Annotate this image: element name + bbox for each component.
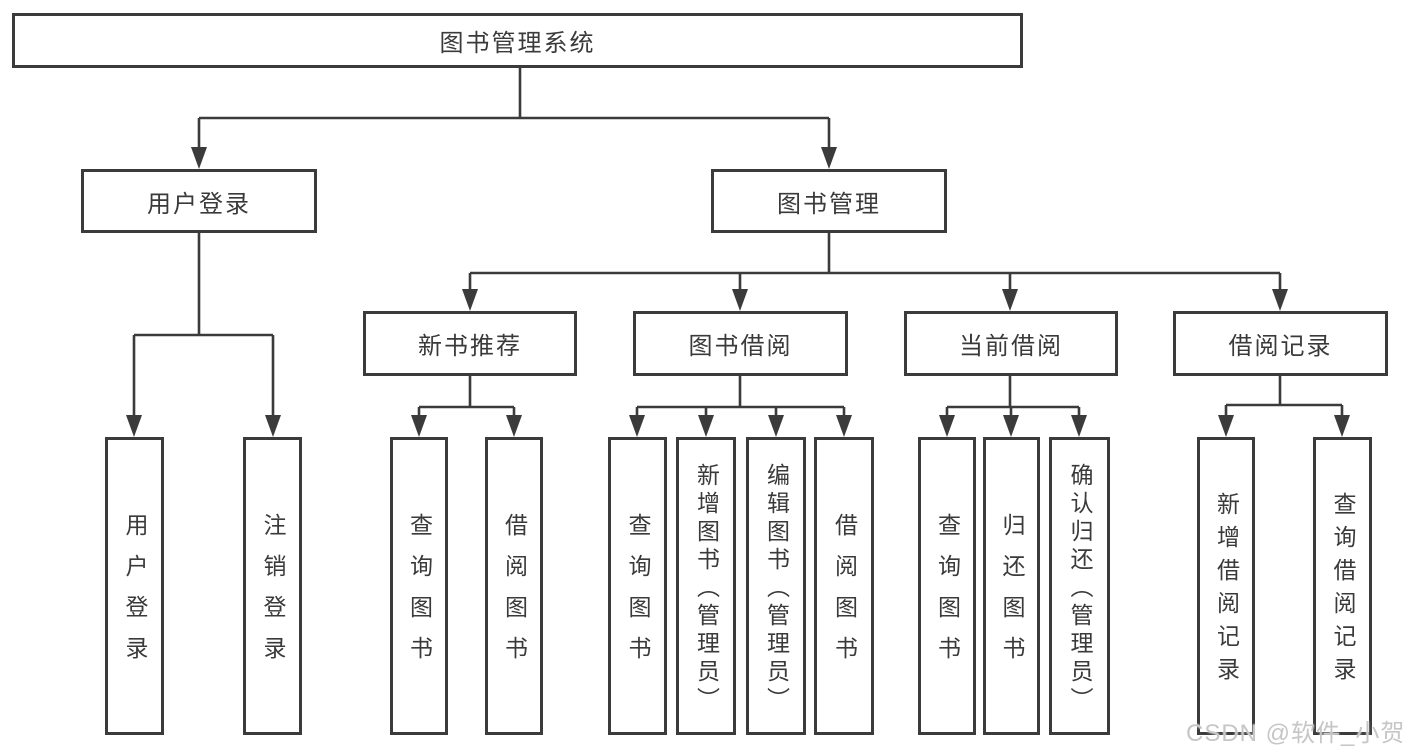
- node-new-book-recommend: 新书推荐: [363, 311, 577, 376]
- arrow-head: [191, 147, 207, 169]
- leaf-label: 查询图书: [934, 513, 961, 677]
- arrow-head: [411, 415, 427, 437]
- leaf-label: 借阅图书: [831, 513, 858, 677]
- leaf-borrow-books-recommend: 借阅图书: [485, 437, 543, 735]
- arrow-head: [1003, 415, 1019, 437]
- leaf-query-books-current: 查询图书: [918, 437, 976, 735]
- arrow-head: [836, 415, 852, 437]
- leaf-edit-book-admin: 编辑图书（管理员）: [746, 437, 806, 735]
- leaf-logout: 注销登录: [243, 437, 302, 735]
- node-borrow-records: 借阅记录: [1173, 311, 1388, 376]
- node-user-login-branch: 用户登录: [81, 169, 317, 233]
- arrow-head: [126, 415, 142, 437]
- leaf-label: 用户登录: [122, 513, 148, 677]
- arrow-head: [1334, 415, 1350, 437]
- leaf-return-book: 归还图书: [983, 437, 1040, 735]
- node-label: 用户登录: [147, 190, 251, 218]
- leaf-confirm-return-admin: 确认归还（管理员）: [1049, 437, 1110, 735]
- node-label: 图书借阅: [688, 333, 793, 360]
- arrow-head: [939, 415, 955, 437]
- arrow-head: [732, 289, 748, 311]
- leaf-label: 借阅图书: [501, 513, 528, 677]
- leaf-borrow-books: 借阅图书: [814, 437, 874, 735]
- leaf-label: 注销登录: [260, 513, 286, 677]
- leaf-label: 归还图书: [999, 513, 1025, 677]
- arrow-head: [1272, 289, 1288, 311]
- node-label: 当前借阅: [959, 333, 1063, 360]
- leaf-label: 查询借阅记录: [1330, 492, 1356, 690]
- arrow-head: [1218, 415, 1234, 437]
- node-label: 图书管理系统: [439, 30, 596, 57]
- arrow-head: [462, 289, 478, 311]
- leaf-label: 新增借阅记录: [1213, 492, 1240, 690]
- arrow-head: [265, 415, 281, 437]
- arrow-head: [506, 415, 522, 437]
- node-label: 图书管理: [777, 190, 881, 218]
- leaf-query-books-recommend: 查询图书: [390, 437, 448, 735]
- leaf-add-borrow-record: 新增借阅记录: [1197, 437, 1255, 735]
- arrow-head: [629, 415, 645, 437]
- leaf-query-borrow-record: 查询借阅记录: [1313, 437, 1372, 735]
- arrow-head: [1071, 415, 1087, 437]
- arrow-head: [768, 415, 784, 437]
- leaf-user-login: 用户登录: [105, 437, 164, 735]
- node-label: 借阅记录: [1228, 333, 1333, 360]
- node-label: 新书推荐: [418, 333, 522, 360]
- csdn-watermark: CSDN @软件_小贺同学: [1186, 720, 1405, 747]
- node-library-system-root: 图书管理系统: [12, 13, 1023, 68]
- leaf-label: 确认归还（管理员）: [1067, 462, 1093, 715]
- leaf-label: 查询图书: [625, 513, 651, 677]
- leaf-add-book-admin: 新增图书（管理员）: [676, 437, 736, 735]
- leaf-label: 编辑图书（管理员）: [763, 462, 790, 715]
- arrow-head: [1002, 289, 1018, 311]
- arrow-head: [821, 147, 837, 169]
- node-book-management-branch: 图书管理: [711, 169, 947, 233]
- leaf-label: 查询图书: [406, 513, 433, 677]
- arrow-head: [698, 415, 714, 437]
- leaf-query-books-borrow: 查询图书: [608, 437, 667, 735]
- node-current-borrow: 当前借阅: [904, 311, 1118, 376]
- leaf-label: 新增图书（管理员）: [693, 462, 720, 715]
- node-book-borrow: 图书借阅: [633, 311, 848, 376]
